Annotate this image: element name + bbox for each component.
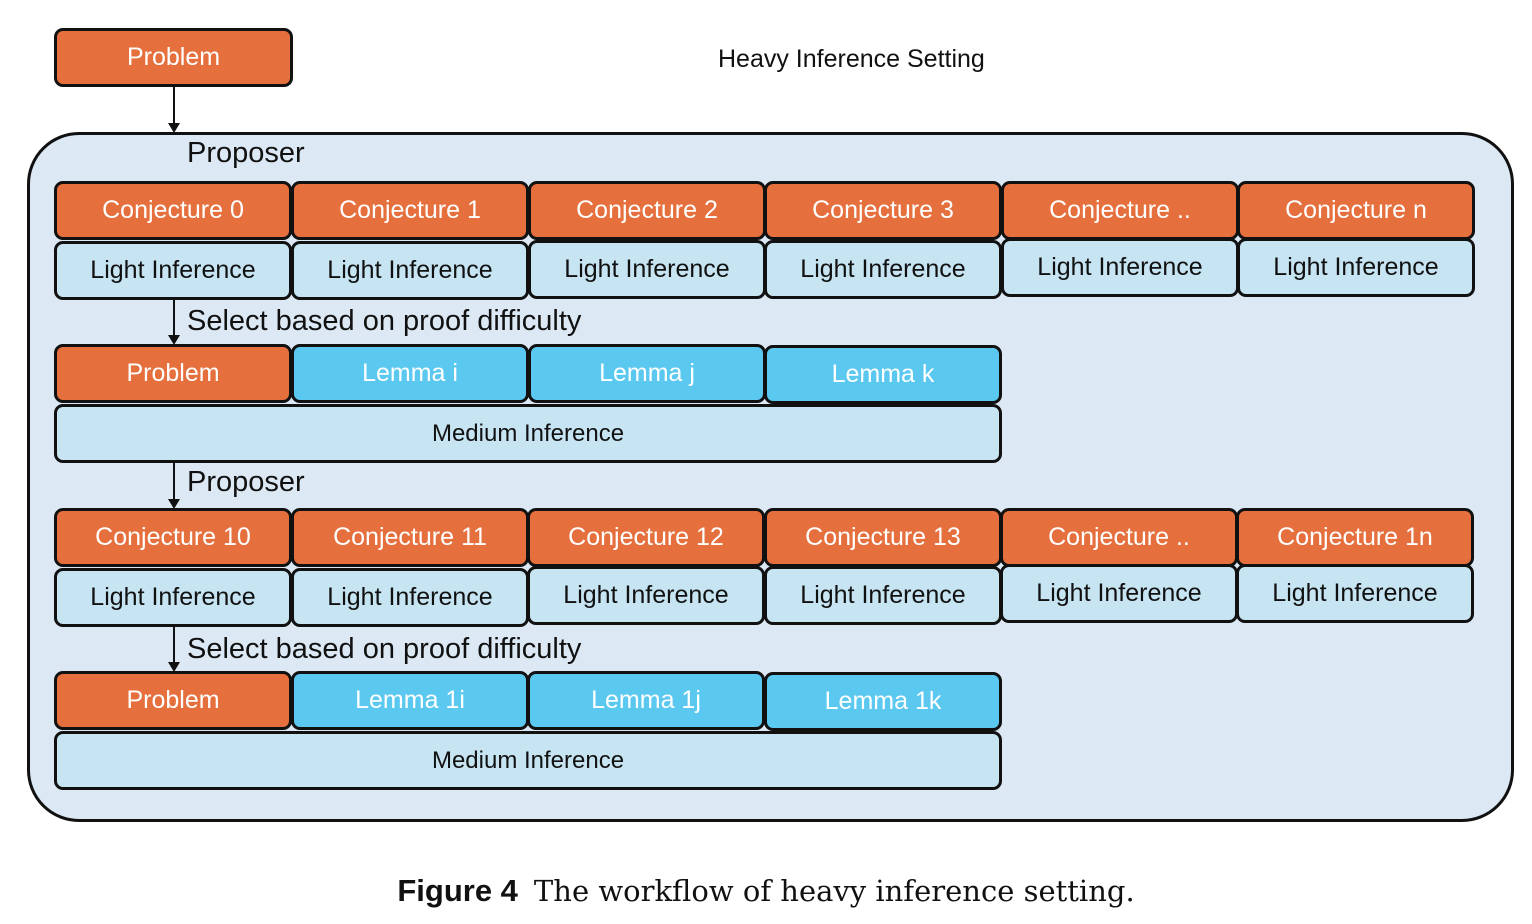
proposer-label-1: Proposer bbox=[187, 137, 305, 169]
lemma-label: Lemma 1k bbox=[824, 687, 942, 715]
problem-label: Problem bbox=[126, 686, 220, 714]
light-inference-box: Light Inference bbox=[54, 568, 292, 627]
light-inference-box: Light Inference bbox=[1237, 238, 1475, 297]
lemma-box: Lemma 1k bbox=[764, 672, 1002, 731]
light-inference-box: Light Inference bbox=[527, 566, 765, 625]
lemma-box: Lemma i bbox=[291, 344, 529, 403]
caption-tag: Figure 4 bbox=[397, 873, 518, 908]
conjecture-label: Conjecture 12 bbox=[568, 523, 724, 551]
proposer-label-2: Proposer bbox=[187, 466, 305, 498]
conjecture-box: Conjecture 12 bbox=[527, 508, 765, 567]
lemma-box: Lemma k bbox=[764, 345, 1002, 404]
light-inference-label: Light Inference bbox=[1273, 253, 1439, 281]
light-inference-label: Light Inference bbox=[1272, 579, 1438, 607]
light-inference-label: Light Inference bbox=[327, 256, 493, 284]
light-inference-label: Light Inference bbox=[90, 256, 256, 284]
conjecture-label: Conjecture .. bbox=[1049, 196, 1191, 224]
medium-inference-label: Medium Inference bbox=[431, 746, 625, 774]
conjecture-label: Conjecture 1 bbox=[339, 196, 481, 224]
lemma-label: Lemma i bbox=[362, 359, 458, 387]
conjecture-box: Conjecture 10 bbox=[54, 508, 292, 567]
light-inference-label: Light Inference bbox=[564, 255, 730, 283]
lemma-box: Lemma 1j bbox=[527, 671, 765, 730]
light-inference-box: Light Inference bbox=[764, 566, 1002, 625]
lemma-label: Lemma k bbox=[831, 360, 935, 388]
light-inference-label: Light Inference bbox=[563, 581, 729, 609]
problem-box: Problem bbox=[54, 344, 292, 403]
conjecture-box: Conjecture 1 bbox=[291, 181, 529, 240]
conjecture-label: Conjecture .. bbox=[1048, 523, 1190, 551]
conjecture-label: Conjecture 3 bbox=[812, 196, 954, 224]
light-inference-label: Light Inference bbox=[800, 581, 966, 609]
light-inference-box: Light Inference bbox=[1000, 564, 1238, 623]
caption-text: The workflow of heavy inference setting. bbox=[533, 874, 1135, 908]
figure-caption: Figure 4 The workflow of heavy inference … bbox=[0, 873, 1532, 909]
conjecture-label: Conjecture 13 bbox=[805, 523, 961, 551]
conjecture-box: Conjecture 13 bbox=[764, 508, 1002, 567]
conjecture-label: Conjecture n bbox=[1285, 196, 1427, 224]
conjecture-label: Conjecture 0 bbox=[102, 196, 244, 224]
light-inference-box: Light Inference bbox=[1236, 564, 1474, 623]
conjecture-box: Conjecture .. bbox=[1000, 508, 1238, 567]
light-inference-box: Light Inference bbox=[54, 241, 292, 300]
conjecture-label: Conjecture 2 bbox=[576, 196, 718, 224]
light-inference-box: Light Inference bbox=[528, 240, 766, 299]
conjecture-box: Conjecture 1n bbox=[1236, 508, 1474, 567]
light-inference-box: Light Inference bbox=[1001, 238, 1239, 297]
select-label-2: Select based on proof difficulty bbox=[187, 633, 582, 665]
conjecture-label: Conjecture 1n bbox=[1277, 523, 1433, 551]
top-problem-box: Problem bbox=[54, 28, 293, 87]
light-inference-label: Light Inference bbox=[1036, 579, 1202, 607]
light-inference-box: Light Inference bbox=[291, 568, 529, 627]
medium-inference-box: Medium Inference bbox=[54, 404, 1002, 463]
medium-inference-box: Medium Inference bbox=[54, 731, 1002, 790]
light-inference-label: Light Inference bbox=[800, 255, 966, 283]
conjecture-label: Conjecture 10 bbox=[95, 523, 251, 551]
conjecture-box: Conjecture 2 bbox=[528, 181, 766, 240]
light-inference-box: Light Inference bbox=[764, 240, 1002, 299]
top-problem-label: Problem bbox=[126, 43, 221, 71]
medium-inference-label: Medium Inference bbox=[431, 419, 625, 447]
conjecture-box: Conjecture n bbox=[1237, 181, 1475, 240]
light-inference-label: Light Inference bbox=[1037, 253, 1203, 281]
conjecture-label: Conjecture 11 bbox=[333, 523, 487, 551]
conjecture-box: Conjecture 3 bbox=[764, 181, 1002, 240]
conjecture-box: Conjecture 11 bbox=[291, 508, 529, 567]
conjecture-box: Conjecture 0 bbox=[54, 181, 292, 240]
diagram-heading: Heavy Inference Setting bbox=[718, 45, 985, 73]
problem-label: Problem bbox=[126, 359, 220, 387]
conjecture-box: Conjecture .. bbox=[1001, 181, 1239, 240]
light-inference-label: Light Inference bbox=[90, 583, 256, 611]
select-label-1: Select based on proof difficulty bbox=[187, 305, 582, 337]
lemma-box: Lemma j bbox=[528, 344, 766, 403]
lemma-box: Lemma 1i bbox=[291, 671, 529, 730]
problem-box: Problem bbox=[54, 671, 292, 730]
lemma-label: Lemma 1i bbox=[355, 686, 465, 714]
lemma-label: Lemma j bbox=[599, 359, 695, 387]
lemma-label: Lemma 1j bbox=[591, 686, 701, 714]
light-inference-box: Light Inference bbox=[291, 241, 529, 300]
light-inference-label: Light Inference bbox=[327, 583, 493, 611]
